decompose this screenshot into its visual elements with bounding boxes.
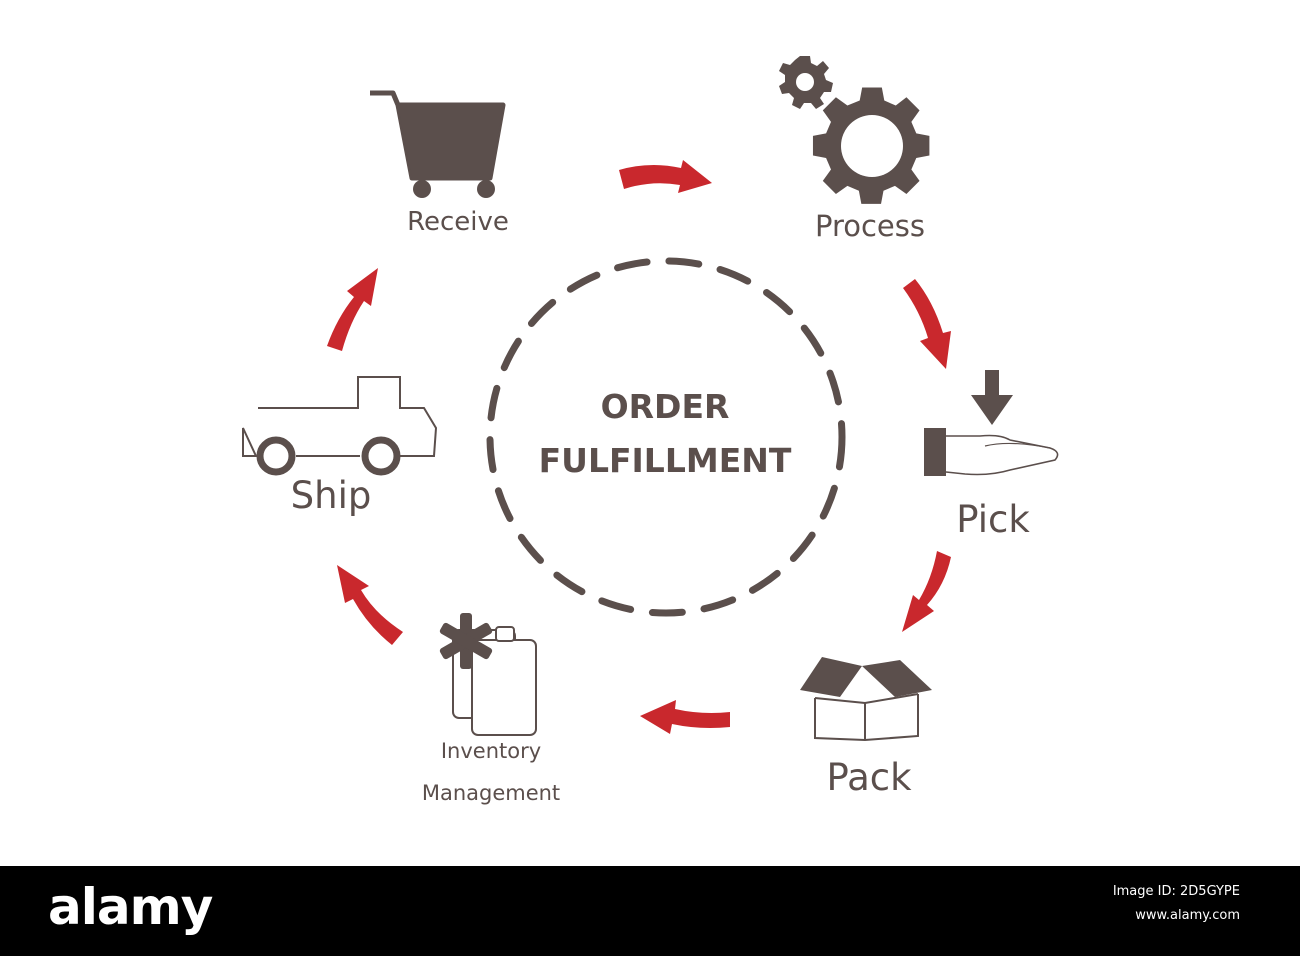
shopping-cart-icon (370, 90, 506, 198)
step-label-inventory-line-1: Inventory (441, 739, 541, 763)
step-label-pack: Pack (826, 756, 912, 799)
open-box-icon (800, 657, 932, 742)
title-line-2: FULFILLMENT (539, 441, 792, 480)
arrow-process-to-pick (903, 279, 951, 369)
title-line-1: ORDER (601, 387, 730, 426)
watermark-meta: Image ID: 2D5GYPE www.alamy.com (1113, 880, 1240, 928)
arrow-inventory-to-ship (337, 565, 403, 645)
watermark-image-id: Image ID: 2D5GYPE (1112, 884, 1240, 899)
hand-receive-icon (924, 370, 1059, 476)
arrow-ship-to-receive (327, 268, 378, 351)
center-dashed-circle (486, 257, 846, 617)
watermark-bar: alamy Image ID: 2D5GYPE www.alamy.com (0, 866, 1300, 956)
watermark-brand-logo: alamy (48, 878, 213, 936)
watermark-site: www.alamy.com (1135, 908, 1240, 923)
arrow-receive-to-process (619, 160, 712, 193)
step-label-pick: Pick (956, 498, 1030, 541)
arrow-pack-to-inventory (640, 700, 730, 734)
arrow-pick-to-pack (902, 551, 951, 632)
order-fulfillment-diagram: ORDER FULFILLMENT Receive Process Pick (242, 56, 1059, 805)
clipboard-asterisk-icon (439, 613, 537, 736)
gears-icon (779, 56, 930, 204)
step-label-process: Process (815, 209, 925, 243)
step-label-ship: Ship (291, 474, 372, 517)
step-label-receive: Receive (407, 207, 509, 237)
step-label-inventory-line-2: Management (422, 781, 560, 805)
truck-icon (242, 376, 438, 476)
